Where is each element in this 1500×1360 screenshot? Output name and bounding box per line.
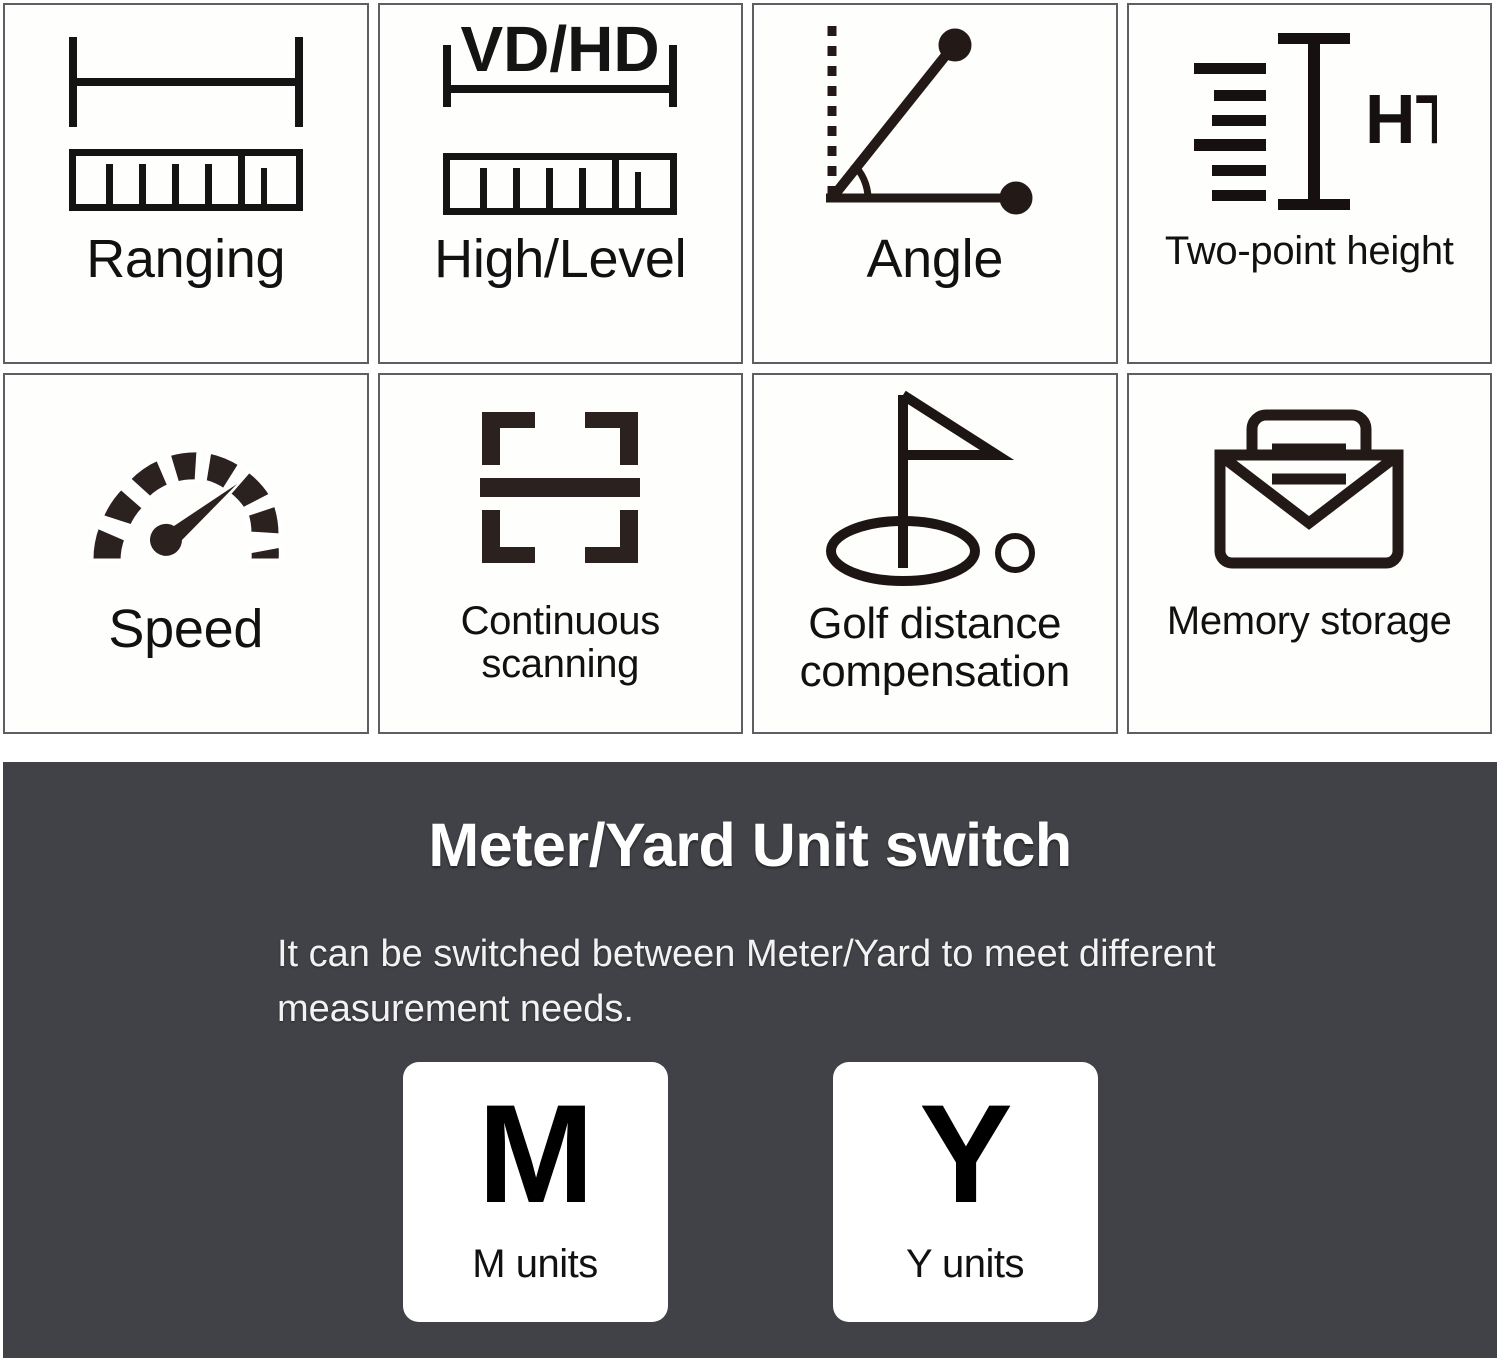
unit-caption-m: M units <box>472 1242 598 1286</box>
unit-card-meter[interactable]: M M units <box>402 1062 668 1322</box>
feature-label: Golf distance compensation <box>799 599 1071 696</box>
unit-switch-panel: Meter/Yard Unit switch It can be switche… <box>3 762 1497 1358</box>
ht-icon-text: HT <box>1365 80 1437 158</box>
envelope-storage-icon <box>1129 375 1491 600</box>
feature-cell-memory-storage[interactable]: Memory storage <box>1126 373 1492 734</box>
ranging-scale-icon <box>5 5 367 230</box>
feature-grid: Ranging VD/HD <box>3 3 1492 734</box>
unit-glyph-y: Y <box>919 1075 1012 1232</box>
angle-measure-icon <box>754 5 1116 230</box>
feature-label: High/Level <box>434 229 687 289</box>
feature-label: Continuous scanning <box>460 599 661 687</box>
speedometer-icon <box>5 375 367 600</box>
feature-cell-speed[interactable]: Speed <box>3 373 369 734</box>
feature-label: Memory storage <box>1166 599 1452 643</box>
feature-cell-continuous-scanning[interactable]: Continuous scanning <box>377 373 743 734</box>
golf-flag-icon <box>754 375 1116 600</box>
vd-hd-icon-text: VD/HD <box>461 13 660 85</box>
feature-cell-golf-distance-compensation[interactable]: Golf distance compensation <box>752 373 1118 734</box>
feature-label: Angle <box>866 229 1004 289</box>
feature-label: Ranging <box>86 229 286 289</box>
panel-subtitle: It can be switched between Meter/Yard to… <box>277 933 1216 1031</box>
unit-glyph-m: M <box>477 1075 595 1232</box>
vd-hd-scale-icon: VD/HD <box>380 5 742 230</box>
feature-label: Two-point height <box>1164 229 1454 273</box>
feature-cell-two-point-height[interactable]: HT Two-point height <box>1126 3 1492 364</box>
panel-title: Meter/Yard Unit switch <box>428 811 1072 879</box>
two-point-height-icon: HT <box>1129 5 1491 230</box>
feature-cell-angle[interactable]: Angle <box>752 3 1118 364</box>
feature-cell-ranging[interactable]: Ranging <box>3 3 369 364</box>
unit-caption-y: Y units <box>905 1242 1025 1286</box>
scan-frame-icon <box>380 375 742 600</box>
feature-cell-high-level[interactable]: VD/HD <box>377 3 743 364</box>
feature-label: Speed <box>108 599 264 659</box>
unit-option-row: M M units Y Y units <box>3 1062 1497 1322</box>
unit-card-yard[interactable]: Y Y units <box>832 1062 1098 1322</box>
